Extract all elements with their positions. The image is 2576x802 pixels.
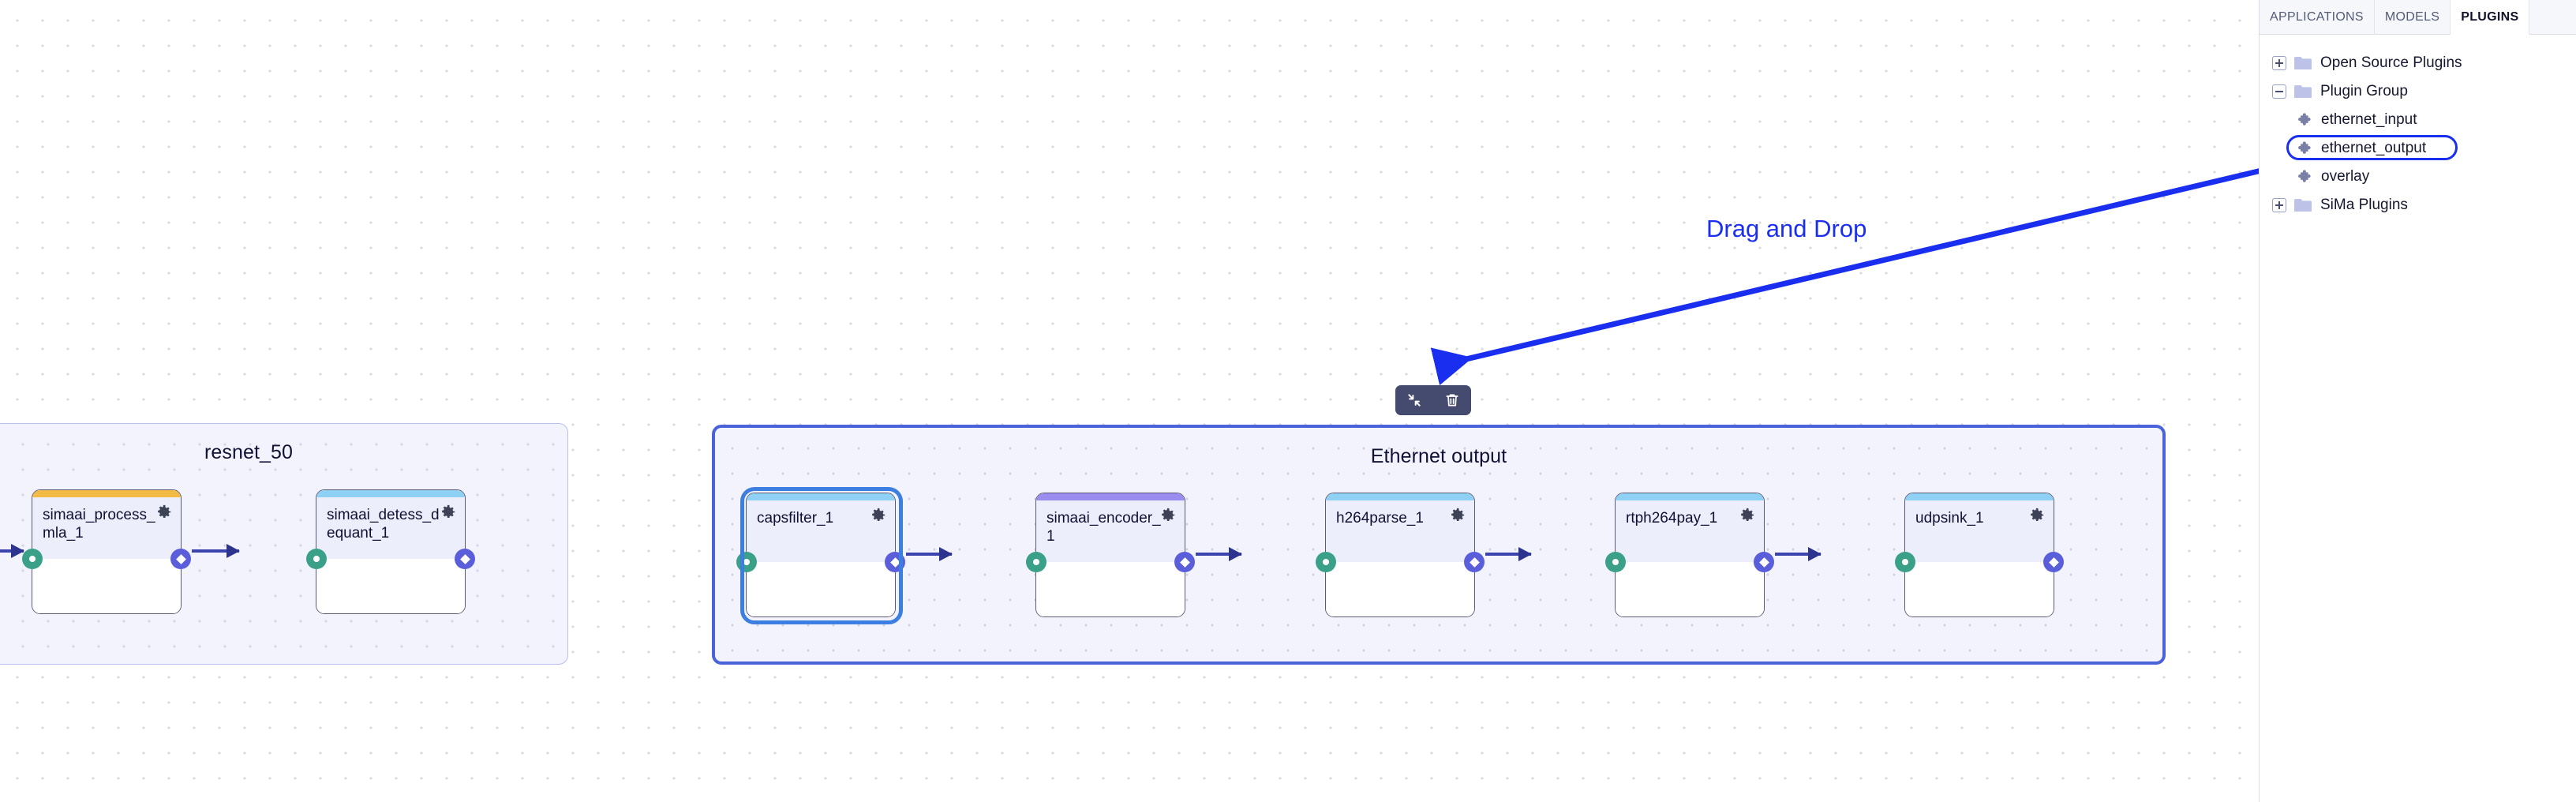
tree-item-plugin-group[interactable]: Plugin Group <box>2260 77 2576 106</box>
tree-item-label: Plugin Group <box>2320 83 2408 99</box>
gear-icon[interactable] <box>1739 507 1756 524</box>
node-type-stripe <box>1616 493 1764 500</box>
output-port[interactable] <box>455 549 475 569</box>
node-header-body: simaai_detess_dequant_1 <box>316 497 465 559</box>
node-inner: rtph264pay_1 <box>1616 493 1764 616</box>
input-port[interactable] <box>1605 552 1626 572</box>
connection-edge[interactable] <box>1196 547 1242 561</box>
input-port[interactable] <box>736 552 757 572</box>
group-title: resnet_50 <box>204 441 294 463</box>
tree-item-overlay[interactable]: overlay <box>2260 163 2576 191</box>
node-label: simaai_encoder_1 <box>1046 510 1161 545</box>
node-type-stripe <box>1326 493 1474 500</box>
node-label: rtph264pay_1 <box>1626 510 1718 527</box>
tree-item-label: SiMa Plugins <box>2320 197 2408 213</box>
collapse-icon[interactable] <box>1406 392 1422 408</box>
node-label: capsfilter_1 <box>757 510 834 527</box>
expand-icon[interactable] <box>2272 198 2286 212</box>
node-header-body: udpsink_1 <box>1905 500 2054 562</box>
gear-icon[interactable] <box>2028 507 2046 524</box>
pipeline-canvas[interactable]: resnet_50 simaai_process_mla_1 simaai_dete… <box>0 0 2259 802</box>
input-port[interactable] <box>1026 552 1046 572</box>
node-label: udpsink_1 <box>1915 510 1984 527</box>
input-port[interactable] <box>306 549 327 569</box>
tree-item-label: ethernet_output <box>2321 140 2427 156</box>
node-capsfilter-1[interactable]: capsfilter_1 <box>736 487 905 624</box>
node-type-stripe <box>747 493 895 500</box>
node-inner: udpsink_1 <box>1905 493 2054 616</box>
node-header-body: capsfilter_1 <box>747 500 895 562</box>
folder-icon <box>2294 198 2312 212</box>
expand-icon[interactable] <box>2272 56 2286 70</box>
tree-item-label: ethernet_input <box>2321 111 2417 128</box>
input-port[interactable] <box>1316 552 1336 572</box>
node-inner: capsfilter_1 <box>747 493 895 616</box>
node-header-body: simaai_process_mla_1 <box>32 497 181 559</box>
node-h264parse-1[interactable]: h264parse_1 <box>1316 493 1485 617</box>
input-port[interactable] <box>22 549 43 569</box>
tree-item-label: Open Source Plugins <box>2320 54 2462 71</box>
node-udpsink-1[interactable]: udpsink_1 <box>1895 493 2064 617</box>
node-label: h264parse_1 <box>1336 510 1424 527</box>
node-simaai-encoder-1[interactable]: simaai_encoder_1 <box>1026 493 1195 617</box>
output-port[interactable] <box>2043 552 2064 572</box>
gear-icon[interactable] <box>870 507 887 524</box>
folder-icon <box>2294 56 2312 70</box>
output-port[interactable] <box>1464 552 1485 572</box>
output-port[interactable] <box>885 552 905 572</box>
collapse-icon[interactable] <box>2272 84 2286 99</box>
node-header-body: h264parse_1 <box>1326 500 1474 562</box>
node-header-body: rtph264pay_1 <box>1616 500 1764 562</box>
node-action-toolbar[interactable] <box>1395 385 1471 415</box>
connection-edge[interactable] <box>906 547 953 561</box>
gear-icon[interactable] <box>1449 507 1466 524</box>
tab-models[interactable]: MODELS <box>2375 0 2451 35</box>
tab-applications[interactable]: APPLICATIONS <box>2260 0 2375 35</box>
puzzle-piece-icon <box>2297 169 2314 186</box>
node-type-stripe <box>316 490 465 497</box>
drag-and-drop-label: Drag and Drop <box>1706 215 1867 242</box>
input-port[interactable] <box>1895 552 1915 572</box>
node-inner: simaai_process_mla_1 <box>32 490 181 613</box>
node-label: simaai_process_mla_1 <box>43 507 155 542</box>
node-inner: simaai_encoder_1 <box>1036 493 1185 616</box>
connection-edge[interactable] <box>1485 547 1532 561</box>
output-port[interactable] <box>170 549 191 569</box>
tree-item-ethernet-output[interactable]: ethernet_output <box>2260 134 2576 163</box>
node-type-stripe <box>32 490 181 497</box>
node-simaai-detess-dequant-1[interactable]: simaai_detess_dequant_1 <box>306 489 475 614</box>
gear-icon[interactable] <box>155 504 173 521</box>
connection-edge[interactable] <box>1775 547 1822 561</box>
node-inner: simaai_detess_dequant_1 <box>316 490 465 613</box>
puzzle-piece-icon <box>2297 141 2314 157</box>
gear-icon[interactable] <box>440 504 457 521</box>
group-title: Ethernet output <box>1370 445 1507 467</box>
folder-icon <box>2294 84 2312 99</box>
gear-icon[interactable] <box>1159 507 1177 524</box>
connection-edge[interactable] <box>0 544 24 558</box>
tab-plugins[interactable]: PLUGINS <box>2451 0 2530 35</box>
tree-item-open-source-plugins[interactable]: Open Source Plugins <box>2260 49 2576 77</box>
output-port[interactable] <box>1754 552 1774 572</box>
trash-icon[interactable] <box>1444 392 1460 408</box>
node-inner: h264parse_1 <box>1326 493 1474 616</box>
node-rtph264pay-1[interactable]: rtph264pay_1 <box>1605 493 1774 617</box>
output-port[interactable] <box>1174 552 1195 572</box>
tree-item-sima-plugins[interactable]: SiMa Plugins <box>2260 191 2576 219</box>
connection-edge[interactable] <box>192 544 240 558</box>
tree-item-label: overlay <box>2321 168 2370 185</box>
node-type-stripe <box>1905 493 2054 500</box>
node-header-body: simaai_encoder_1 <box>1036 500 1185 562</box>
node-label: simaai_detess_dequant_1 <box>327 507 440 542</box>
puzzle-piece-icon <box>2297 112 2314 129</box>
tree-item-ethernet-input[interactable]: ethernet_input <box>2260 106 2576 134</box>
node-simaai-process-mla-1[interactable]: simaai_process_mla_1 <box>22 489 191 614</box>
node-type-stripe <box>1036 493 1185 500</box>
